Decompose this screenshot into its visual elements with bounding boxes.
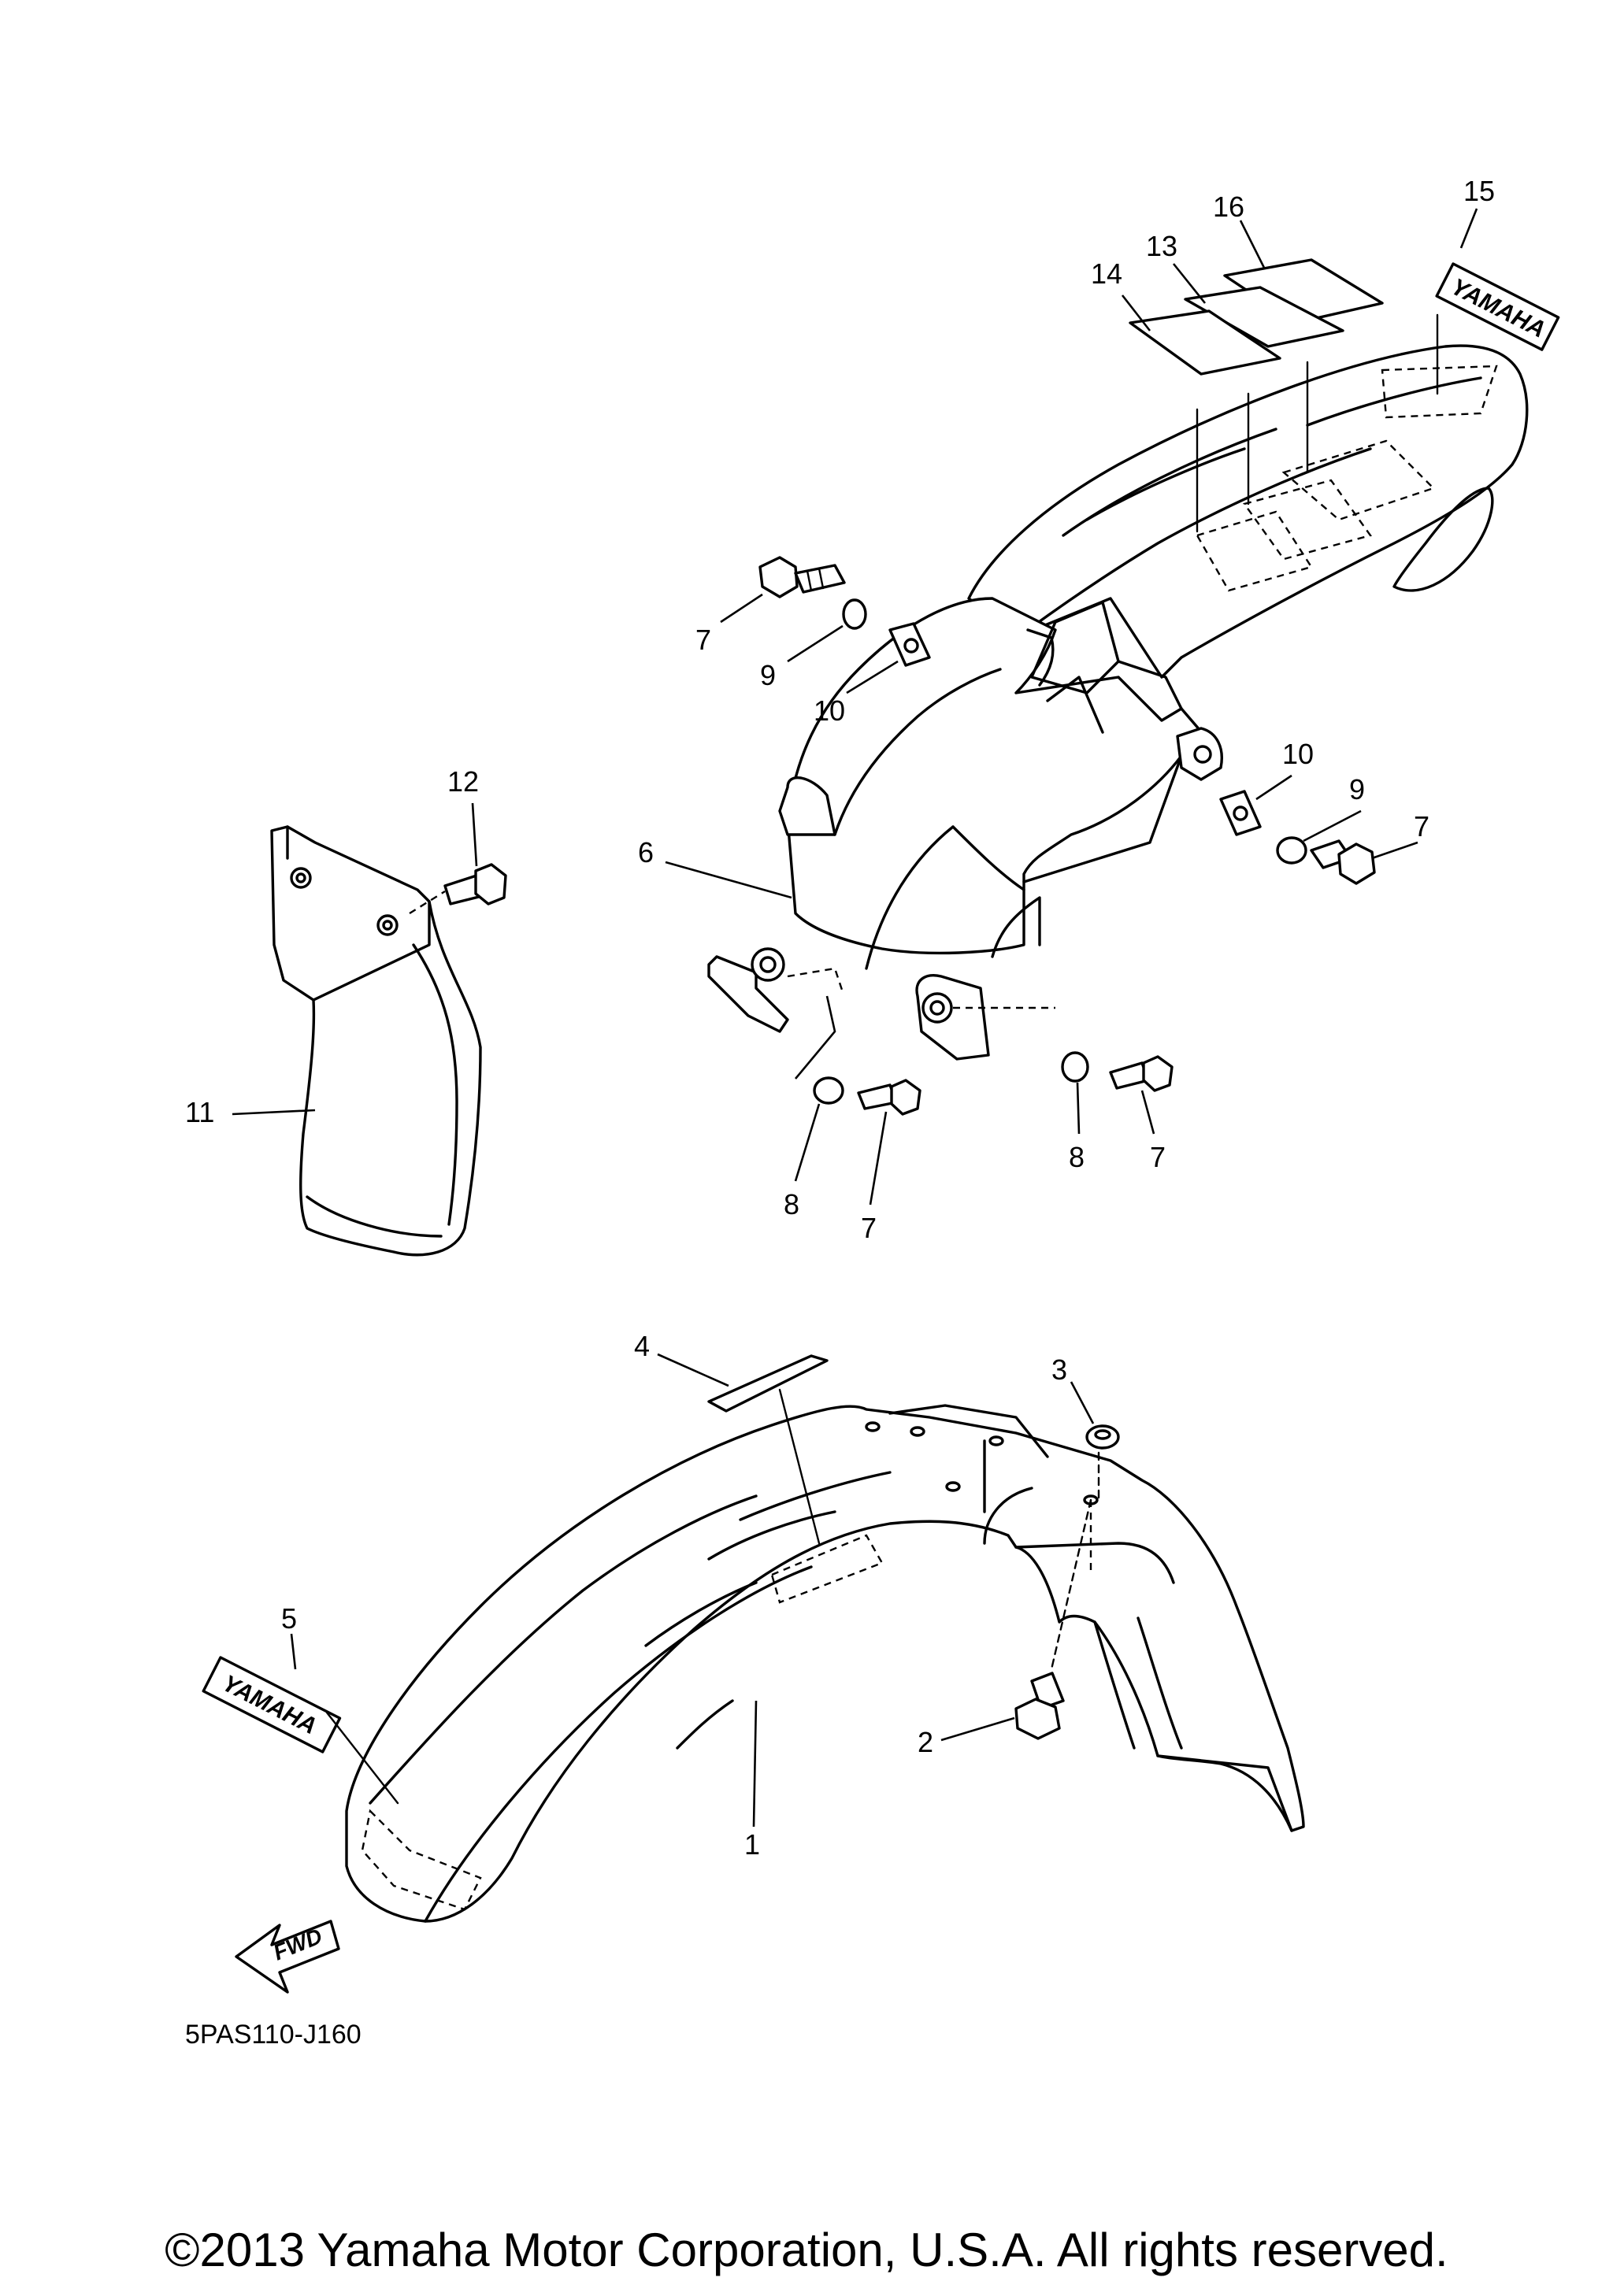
decal-14 bbox=[1129, 309, 1281, 376]
bolt-12[interactable] bbox=[443, 863, 507, 905]
callout-12: 12 bbox=[447, 765, 479, 798]
callout-8-right: 8 bbox=[1069, 1141, 1085, 1173]
callout-7-lower-right: 7 bbox=[1150, 1141, 1166, 1173]
rear-fender[interactable] bbox=[707, 344, 1529, 1061]
grommet-3[interactable] bbox=[1085, 1424, 1120, 1450]
callout-7-lower-left: 7 bbox=[861, 1212, 877, 1244]
bolt-7-lower-left[interactable] bbox=[857, 1079, 921, 1116]
callout-15: 15 bbox=[1463, 175, 1495, 207]
callout-14: 14 bbox=[1091, 257, 1122, 290]
front-fender[interactable] bbox=[345, 1404, 1305, 1923]
collar-8-right[interactable] bbox=[1061, 1051, 1089, 1083]
yamaha-decal-front[interactable]: YAMAHA bbox=[202, 1656, 342, 1753]
callout-3: 3 bbox=[1051, 1354, 1067, 1386]
bolt-7-lower-right[interactable] bbox=[1109, 1055, 1174, 1092]
callout-labels: 16 15 13 14 7 9 10 10 9 7 12 6 11 8 7 8 … bbox=[185, 175, 1495, 1861]
bolt-2[interactable] bbox=[1014, 1672, 1065, 1740]
callout-1: 1 bbox=[744, 1828, 760, 1861]
washer-9-upper[interactable] bbox=[842, 598, 867, 630]
callout-5: 5 bbox=[281, 1602, 297, 1635]
callout-2: 2 bbox=[918, 1726, 933, 1758]
washer-9-right[interactable] bbox=[1276, 836, 1307, 865]
rear-decal-set[interactable] bbox=[1129, 258, 1439, 533]
callout-11: 11 bbox=[185, 1096, 214, 1128]
bolt-7-upper-left[interactable] bbox=[758, 556, 846, 598]
yamaha-decal-rear[interactable]: YAMAHA bbox=[1435, 262, 1560, 351]
callout-6: 6 bbox=[638, 836, 654, 868]
decal-4[interactable] bbox=[707, 1354, 829, 1413]
leader-lines bbox=[232, 208, 1478, 1828]
fwd-arrow-icon: FWD bbox=[235, 1920, 340, 1994]
callout-8-left: 8 bbox=[784, 1188, 799, 1220]
callout-13: 13 bbox=[1146, 230, 1177, 262]
clip-10-upper[interactable] bbox=[888, 622, 931, 667]
callout-16: 16 bbox=[1213, 191, 1244, 223]
callout-4: 4 bbox=[634, 1330, 650, 1362]
diagram-code: 5PAS110-J160 bbox=[185, 2020, 362, 2050]
callout-10-right: 10 bbox=[1282, 738, 1314, 770]
callout-10-upper: 10 bbox=[814, 694, 845, 727]
bolt-7-right[interactable] bbox=[1310, 839, 1376, 885]
callout-9-upper: 9 bbox=[760, 659, 776, 691]
copyright-notice: ©2013 Yamaha Motor Corporation, U.S.A. A… bbox=[165, 2224, 1448, 2276]
collar-8-left[interactable] bbox=[813, 1076, 844, 1105]
clip-10-right[interactable] bbox=[1219, 790, 1262, 836]
callout-7-right: 7 bbox=[1414, 810, 1429, 842]
mud-flap[interactable] bbox=[270, 825, 482, 1257]
callout-9-right: 9 bbox=[1349, 773, 1365, 805]
callout-7-upper-left: 7 bbox=[695, 624, 711, 656]
